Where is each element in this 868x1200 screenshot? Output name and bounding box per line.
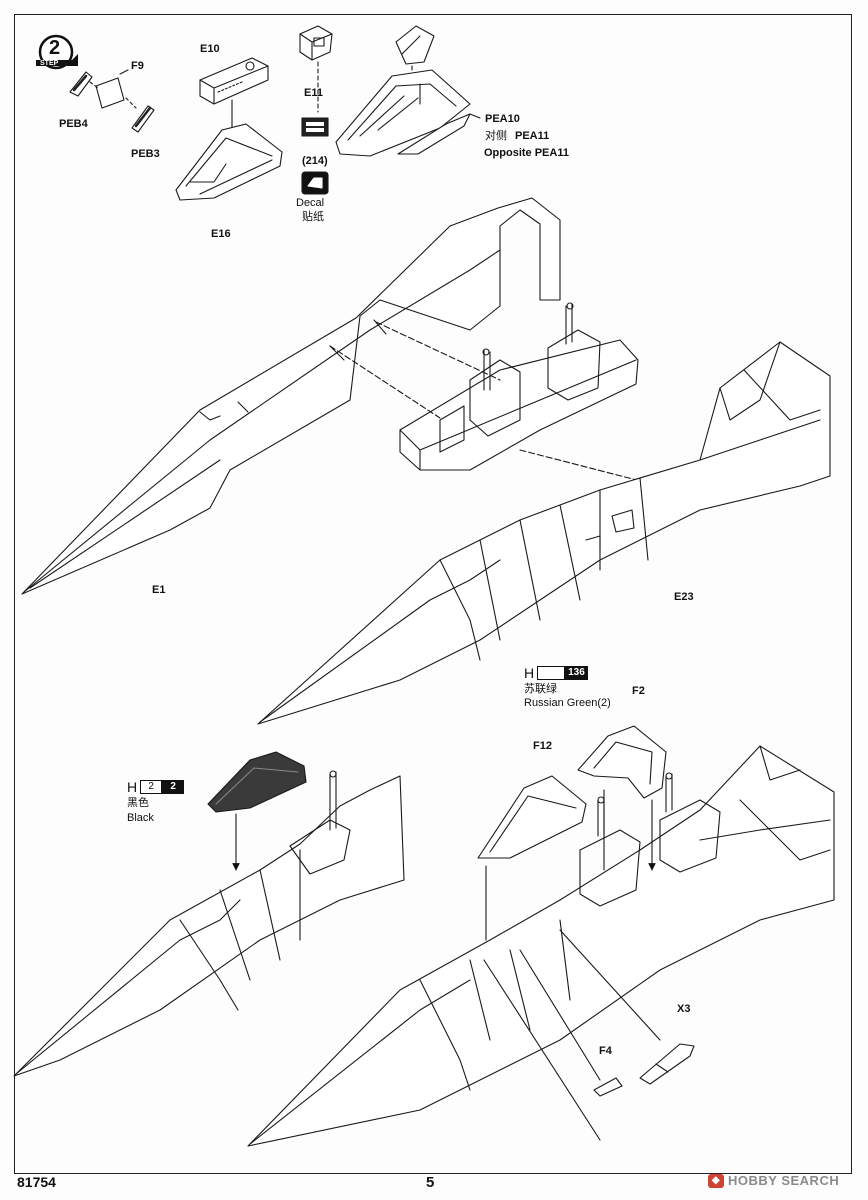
part-f4 xyxy=(593,1077,623,1097)
part-canopy-black xyxy=(207,751,307,813)
part-e10 xyxy=(199,57,269,105)
step-number: 2 xyxy=(49,37,61,59)
paint-callout-black: H 2 2 xyxy=(127,779,185,795)
paint-green-en: Russian Green(2) xyxy=(524,697,611,709)
label-f9: F9 xyxy=(131,60,144,72)
hobby-search-logo: ◆ HOBBY SEARCH xyxy=(708,1173,839,1188)
label-e1: E1 xyxy=(152,584,166,596)
part-f9 xyxy=(95,77,125,109)
part-e23 xyxy=(257,341,831,725)
paint-swatch-empty xyxy=(537,666,566,680)
label-f2: F2 xyxy=(632,685,645,697)
logo-text: HOBBY SEARCH xyxy=(728,1173,840,1188)
label-e11-qty: (214) xyxy=(302,155,328,167)
label-opposite-pea11: Opposite PEA11 xyxy=(484,147,569,159)
part-f2 xyxy=(577,725,667,799)
part-pea10 xyxy=(397,113,481,155)
label-decal-cn: 贴纸 xyxy=(302,211,324,223)
paint-green-cn: 苏联绿 xyxy=(524,683,557,695)
logo-icon: ◆ xyxy=(708,1173,724,1188)
paint-code-a: 2 xyxy=(140,780,163,794)
part-peb3 xyxy=(131,105,155,133)
decal-icon xyxy=(301,171,329,195)
page-number: 5 xyxy=(426,1174,435,1191)
leader-line xyxy=(119,69,129,75)
paint-code-b: 2 xyxy=(162,780,185,794)
label-f4: F4 xyxy=(599,1045,612,1057)
paint-callout-green: H 136 xyxy=(524,666,588,680)
label-e16: E16 xyxy=(211,228,231,240)
paint-letter: H xyxy=(127,779,138,795)
step-word: STEP xyxy=(40,60,59,67)
label-e11: E11 xyxy=(304,87,323,99)
step-badge: 2 STEP xyxy=(32,34,82,74)
part-seat-assembly xyxy=(335,25,471,157)
part-e11-panel xyxy=(301,117,329,137)
part-peb4 xyxy=(69,71,93,97)
label-opposite-cn: 对侧 xyxy=(485,130,507,142)
label-decal: Decal xyxy=(296,197,325,209)
paint-black-en: Black xyxy=(127,812,154,824)
paint-black-cn: 黑色 xyxy=(127,797,149,809)
label-pea10: PEA10 xyxy=(485,113,520,125)
part-cockpit-tub xyxy=(399,302,639,471)
label-peb3: PEB3 xyxy=(131,148,160,160)
part-e11 xyxy=(299,25,333,61)
part-x3 xyxy=(639,1043,695,1085)
label-f12: F12 xyxy=(533,740,552,752)
part-f12 xyxy=(477,775,587,859)
part-fuselage-lower-left xyxy=(13,770,405,1077)
label-e10: E10 xyxy=(200,43,220,55)
paint-letter: H xyxy=(524,665,535,681)
product-code: 81754 xyxy=(17,1174,56,1190)
label-x3: X3 xyxy=(677,1003,691,1015)
part-e1 xyxy=(21,197,561,595)
label-pea11: PEA11 xyxy=(515,130,550,142)
part-fuselage-lower-right xyxy=(247,745,835,1147)
part-e16 xyxy=(175,123,283,201)
label-e23: E23 xyxy=(674,591,694,603)
label-peb4: PEB4 xyxy=(59,118,88,130)
paint-code: 136 xyxy=(565,666,588,680)
